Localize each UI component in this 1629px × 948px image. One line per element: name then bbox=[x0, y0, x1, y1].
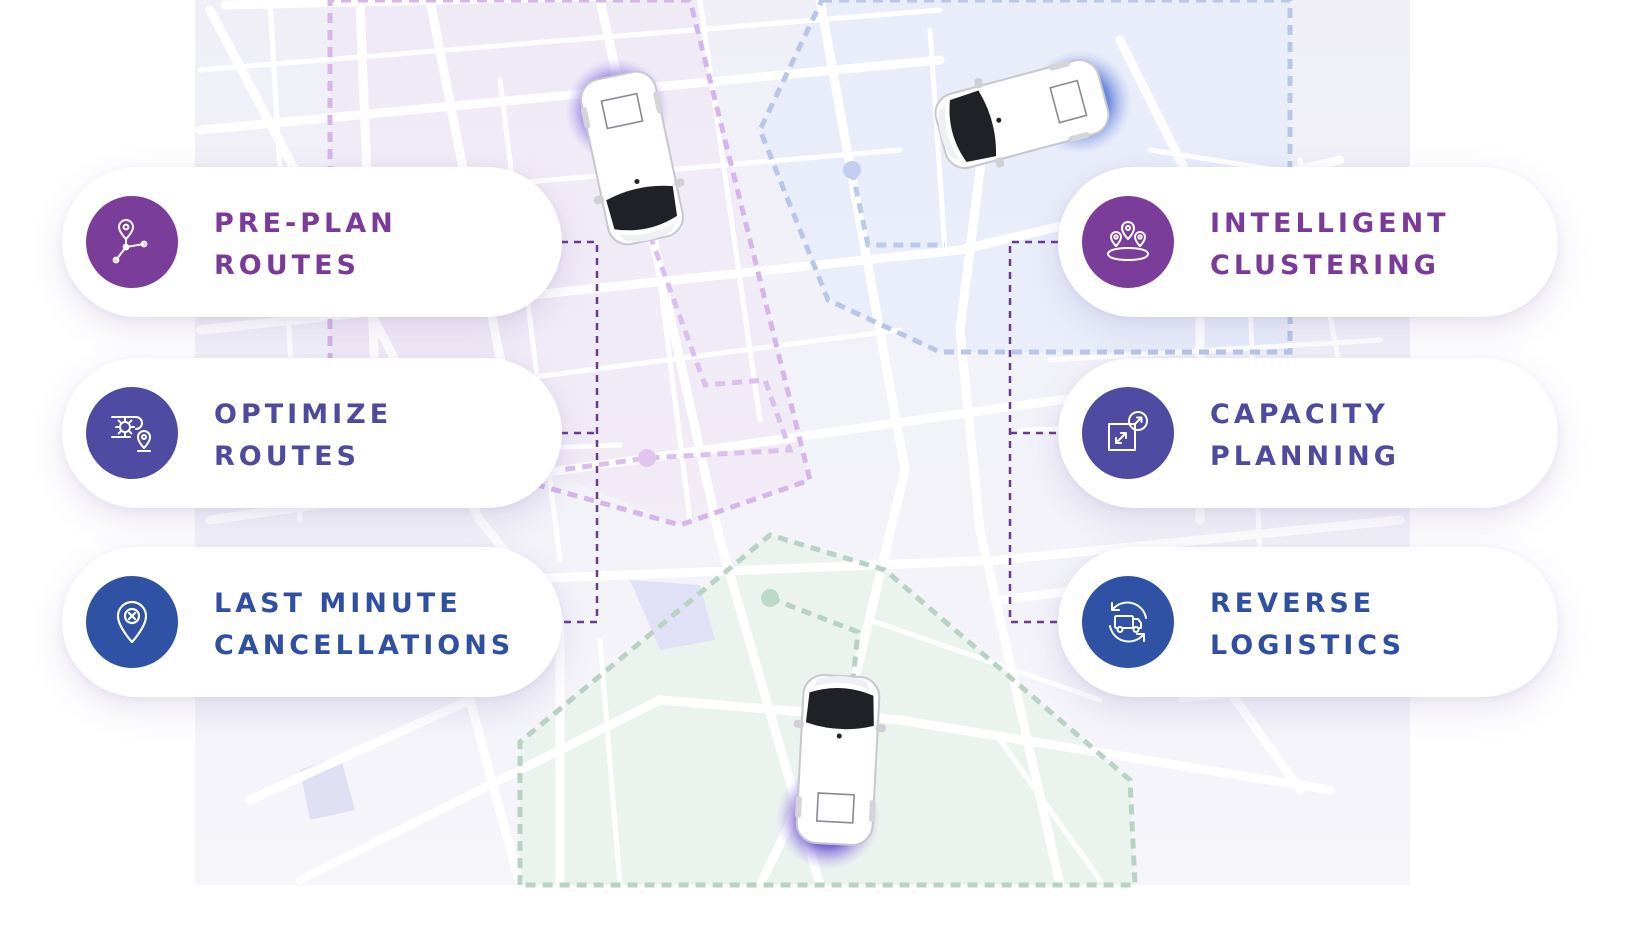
card-label: REVERSE LOGISTICS bbox=[1210, 588, 1406, 661]
card-reverse-logistics[interactable]: REVERSE LOGISTICS bbox=[1058, 547, 1558, 697]
zone-outlines bbox=[327, 0, 1293, 888]
purple-route bbox=[559, 234, 794, 473]
card-intelligent-clustering[interactable]: INTELLIGENT CLUSTERING bbox=[1058, 167, 1558, 317]
vehicle-bottom bbox=[776, 672, 890, 870]
pin-cancel-icon bbox=[86, 576, 178, 668]
resize-box-icon bbox=[1082, 387, 1174, 479]
card-label: LAST MINUTE CANCELLATIONS bbox=[214, 588, 515, 661]
card-label: INTELLIGENT CLUSTERING bbox=[1210, 208, 1450, 281]
purple-zone-outline bbox=[327, 0, 813, 528]
card-label: PRE-PLAN ROUTES bbox=[214, 208, 397, 281]
vehicle-top bbox=[565, 58, 696, 251]
van-cycle-icon bbox=[1082, 576, 1174, 668]
vehicle-right bbox=[927, 46, 1132, 182]
card-label: CAPACITY PLANNING bbox=[1210, 399, 1400, 472]
card-connectors bbox=[548, 240, 1058, 624]
green-zone-outline bbox=[517, 532, 1138, 888]
card-pre-plan-routes[interactable]: PRE-PLAN ROUTES bbox=[62, 167, 562, 317]
route-nodes-icon bbox=[86, 196, 178, 288]
location-cluster-icon bbox=[1082, 196, 1174, 288]
card-optimize-routes[interactable]: OPTIMIZE ROUTES bbox=[62, 358, 562, 508]
green-route bbox=[769, 595, 861, 691]
blue-route bbox=[849, 169, 945, 248]
gear-route-icon bbox=[86, 387, 178, 479]
route-stops bbox=[638, 161, 861, 607]
card-capacity-planning[interactable]: CAPACITY PLANNING bbox=[1058, 358, 1558, 508]
card-label: OPTIMIZE ROUTES bbox=[214, 399, 393, 472]
card-last-minute-cancellations[interactable]: LAST MINUTE CANCELLATIONS bbox=[62, 547, 562, 697]
